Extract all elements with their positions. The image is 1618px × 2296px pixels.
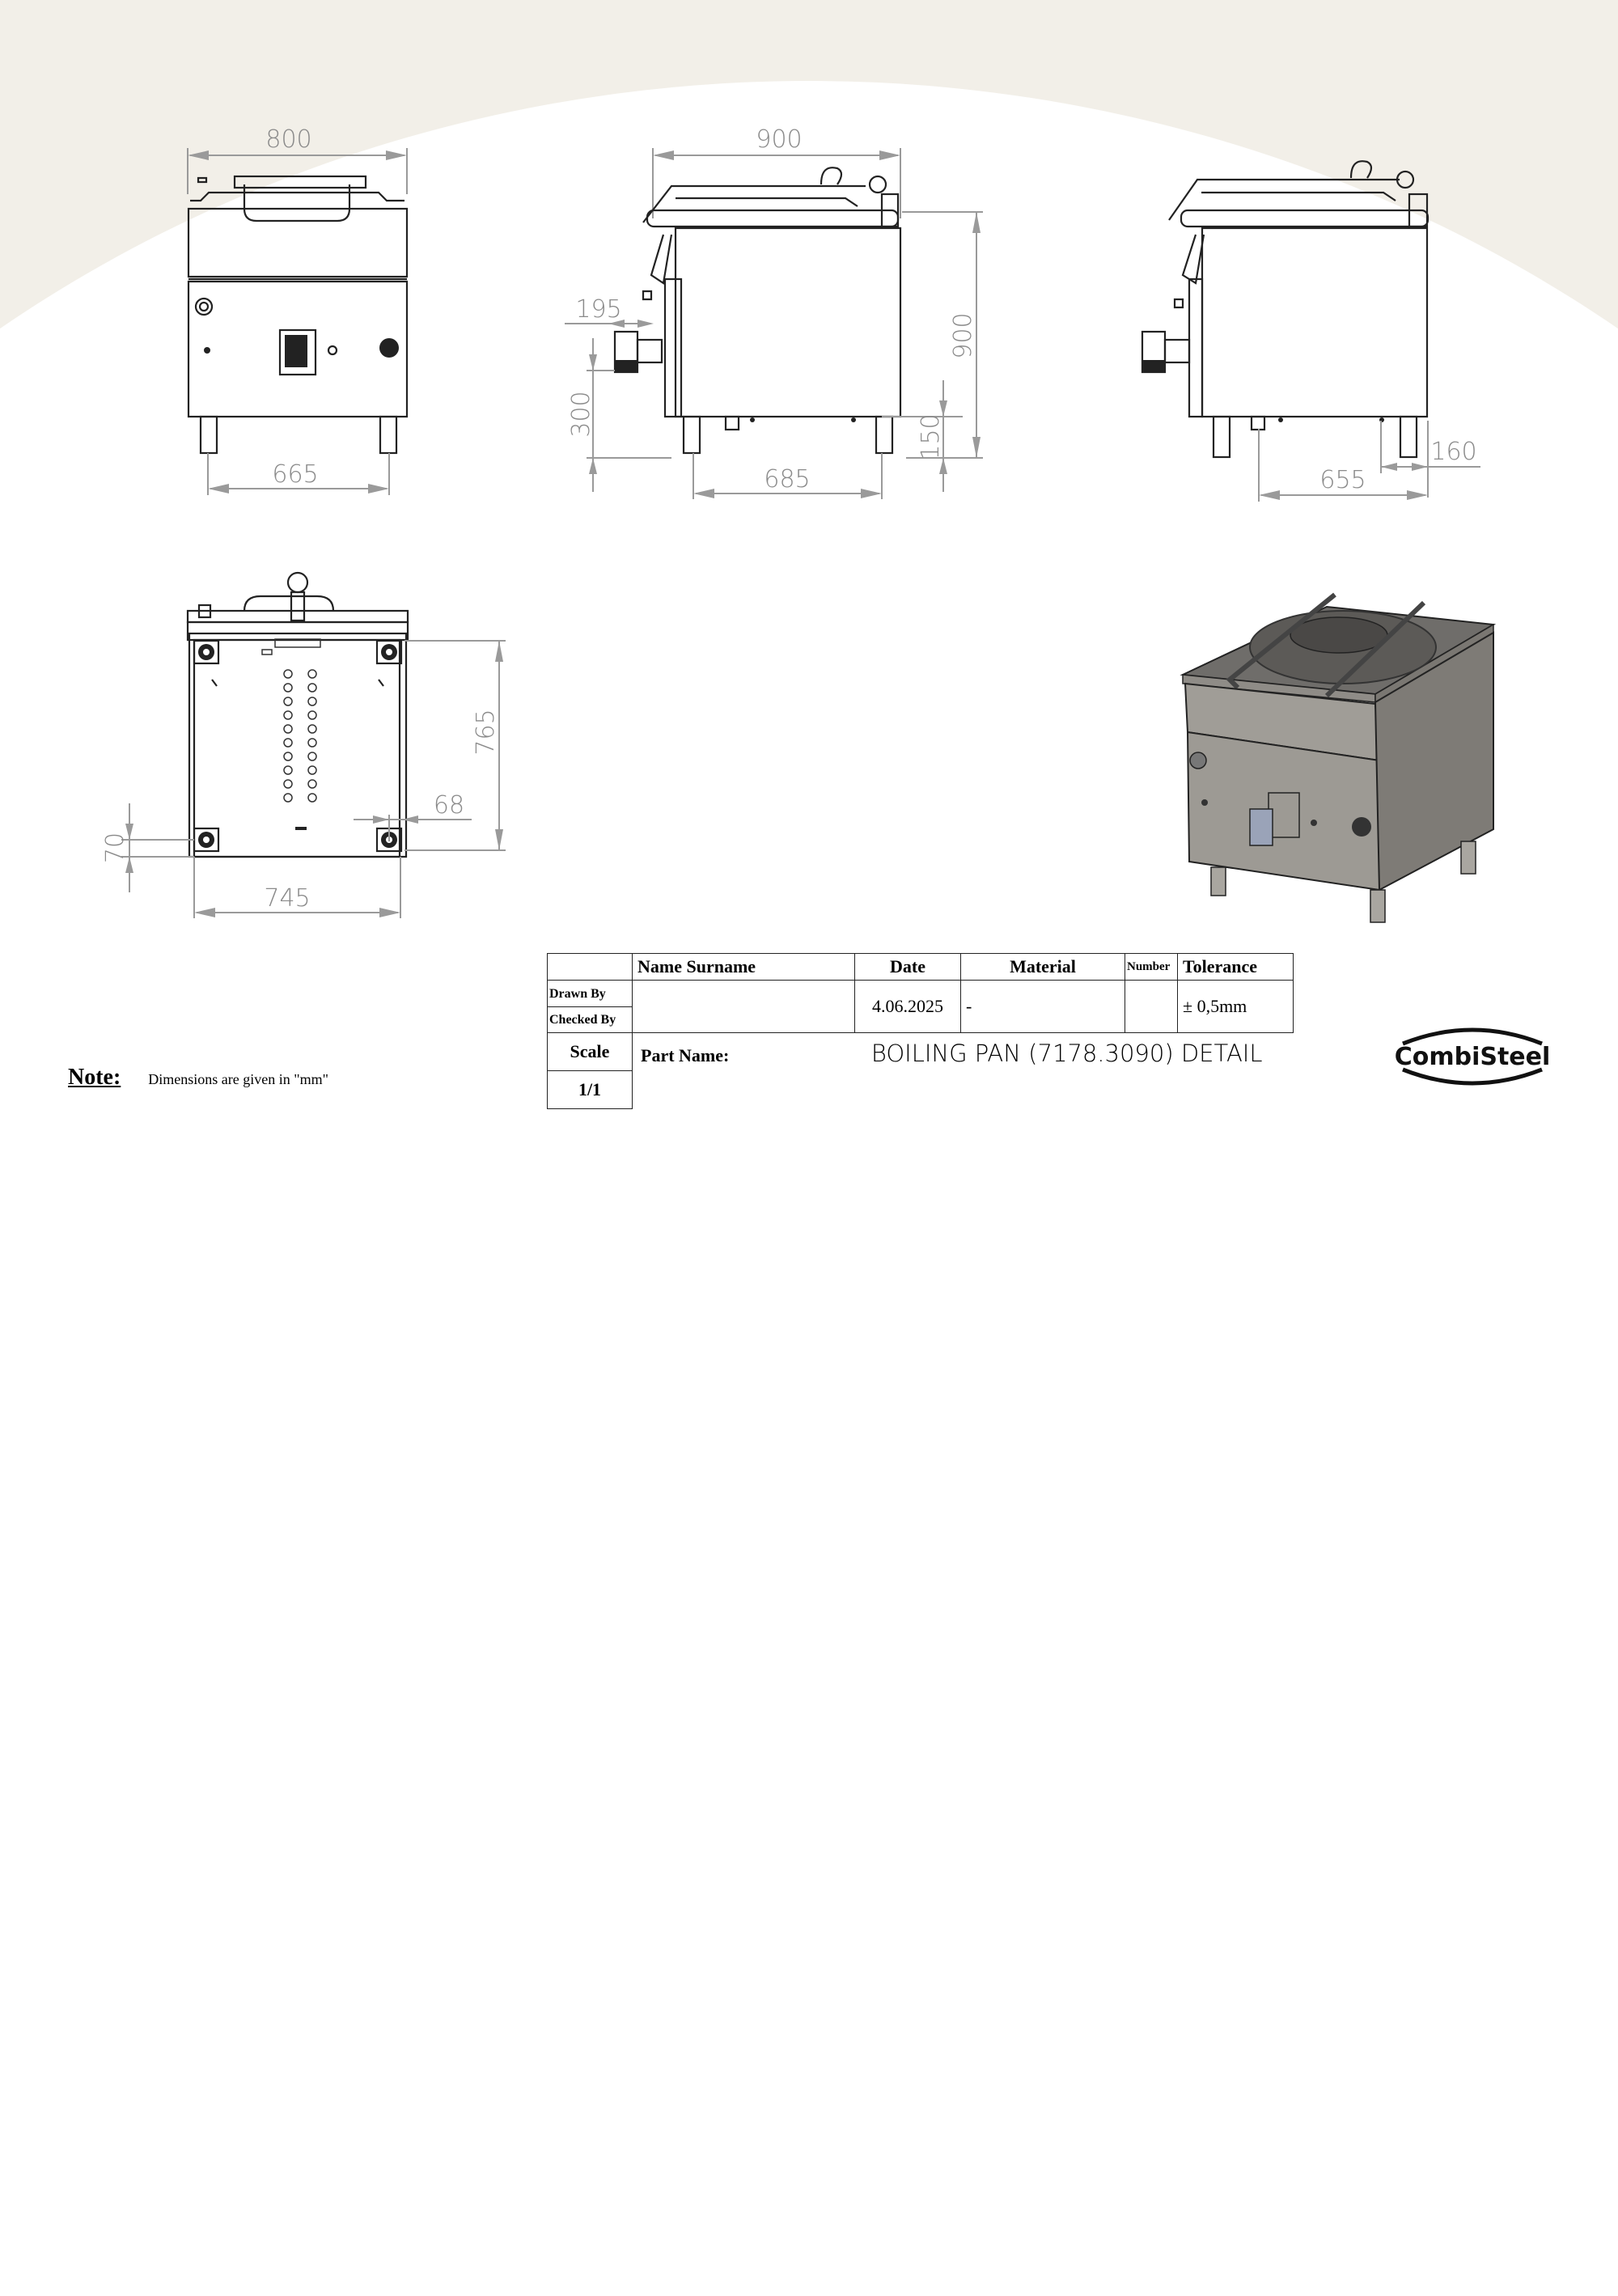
part-name-label: Part Name: [641, 1045, 730, 1065]
drawing-sheet: 800 665 900 [68, 125, 1551, 1109]
note: Note: Dimensions are given in "mm" [68, 1065, 328, 1091]
part-name-value: BOILING PAN (7178.3090) DETAIL [870, 1040, 1263, 1067]
dim-900-height: 900 [949, 312, 977, 358]
date-value: 4.06.2025 [854, 980, 961, 1033]
dim-150: 150 [917, 413, 945, 460]
tolerance-value: ± 0,5mm [1177, 980, 1294, 1033]
side-view-left: 900 195 300 900 150 [565, 125, 983, 499]
drawn-by-label: Drawn By [548, 981, 632, 1007]
burner-holes [283, 669, 317, 803]
logo-text: CombiSteel [1395, 1043, 1551, 1071]
dim-68: 68 [434, 791, 464, 820]
front-view: 800 665 [187, 125, 409, 495]
checked-by-label: Checked By [549, 1012, 616, 1027]
dim-665: 665 [272, 460, 318, 489]
dim-765: 765 [472, 709, 500, 755]
note-label: Note: [68, 1065, 121, 1090]
number-value [1125, 980, 1178, 1033]
isometric-render [1180, 592, 1497, 923]
header-name-surname: Name Surname [632, 953, 855, 981]
scale-value: 1/1 [547, 1070, 633, 1109]
dim-800: 800 [265, 125, 311, 154]
dim-655: 655 [1319, 466, 1366, 494]
dim-300: 300 [567, 391, 595, 437]
material-value: - [960, 980, 1125, 1033]
bottom-view: 765 68 70 745 [101, 571, 506, 918]
title-block: Name Surname Date Material Number Tolera… [547, 953, 1294, 1109]
dim-70: 70 [101, 832, 129, 863]
note-text: Dimensions are given in "mm" [148, 1071, 328, 1087]
combisteel-logo: CombiSteel [1395, 1027, 1551, 1086]
header-blank [547, 953, 633, 981]
header-material: Material [960, 953, 1125, 981]
header-number: Number [1125, 953, 1178, 981]
dim-900-depth: 900 [756, 125, 802, 154]
side-view-right: 160 655 [1141, 160, 1480, 502]
dim-195: 195 [575, 295, 621, 324]
dim-745: 745 [264, 884, 310, 913]
dim-685: 685 [764, 465, 810, 494]
header-date: Date [854, 953, 961, 981]
header-tolerance: Tolerance [1177, 953, 1294, 981]
dim-160: 160 [1430, 438, 1476, 466]
scale-label: Scale [547, 1032, 633, 1071]
name-value [632, 980, 855, 1033]
